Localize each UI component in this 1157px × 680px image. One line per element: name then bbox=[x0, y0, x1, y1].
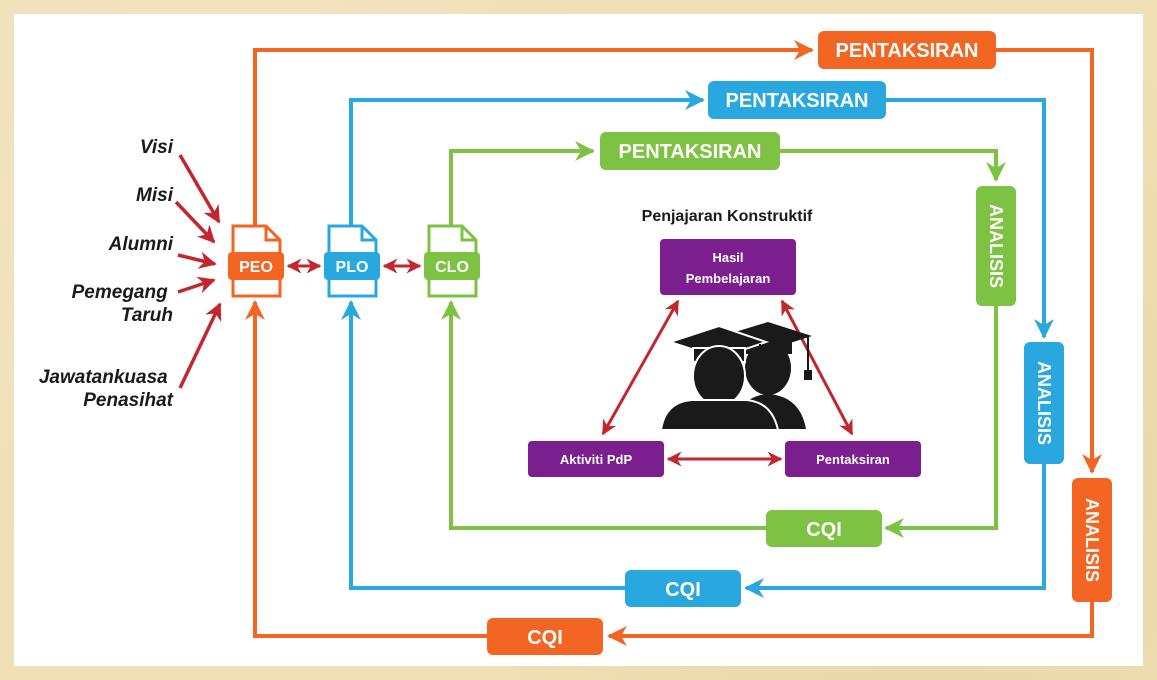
inner-cqi-box: CQI bbox=[766, 510, 882, 547]
learning-outcomes-box bbox=[660, 239, 796, 295]
graduates-icon bbox=[659, 322, 812, 431]
source-pemegang-taruh: Pemegang Taruh bbox=[72, 282, 173, 326]
outcomes-assessment-arrow bbox=[780, 299, 854, 436]
plo-label: PLO bbox=[336, 259, 369, 276]
jawatankuasa-penasihat-arrow bbox=[178, 302, 222, 389]
activities-label: Aktiviti PdP bbox=[560, 452, 633, 467]
inner-cqi-label: CQI bbox=[806, 519, 842, 541]
inner-return-connector bbox=[441, 300, 766, 530]
visi-arrow bbox=[178, 154, 221, 224]
alignment-title: Penjajaran Konstruktif bbox=[642, 208, 813, 225]
outer-cqi-connector bbox=[607, 602, 1094, 646]
inner-loop bbox=[441, 141, 1006, 538]
middle-assessment-label: PENTAKSIRAN bbox=[726, 90, 869, 112]
source-misi: Misi bbox=[136, 185, 174, 206]
outer-loop bbox=[245, 40, 1102, 646]
outer-assessment-connector bbox=[253, 40, 814, 226]
peo-document: PEO bbox=[228, 224, 284, 298]
outer-analysis-connector bbox=[996, 48, 1102, 474]
outcomes-activities-arrow bbox=[601, 299, 680, 436]
middle-analysis-connector bbox=[886, 98, 1054, 339]
inner-assessment-connector bbox=[449, 141, 595, 226]
middle-assessment-connector bbox=[349, 90, 705, 226]
assessment-box bbox=[785, 441, 921, 477]
middle-loop bbox=[341, 90, 1054, 598]
middle-cqi-connector bbox=[744, 464, 1046, 598]
outer-analysis-box: ANALISIS bbox=[1072, 478, 1112, 602]
middle-analysis-label: ANALISIS bbox=[1034, 361, 1054, 445]
outer-cqi-box: CQI bbox=[487, 618, 603, 655]
source-visi: Visi bbox=[140, 137, 174, 158]
middle-cqi-box: CQI bbox=[625, 570, 741, 607]
clo-document: CLO bbox=[424, 224, 480, 298]
pemegang-taruh-arrow bbox=[177, 276, 216, 294]
middle-return-connector bbox=[341, 300, 625, 590]
middle-cqi-label: CQI bbox=[665, 579, 701, 601]
middle-assessment-box: PENTAKSIRAN bbox=[708, 81, 886, 119]
inner-assessment-box: PENTAKSIRAN bbox=[600, 132, 780, 170]
clo-label: CLO bbox=[435, 259, 469, 276]
outer-analysis-label: ANALISIS bbox=[1082, 498, 1102, 582]
inner-assessment-label: PENTAKSIRAN bbox=[619, 141, 762, 163]
plo-document: PLO bbox=[324, 224, 380, 298]
learning-outcomes-label-line2: Pembelajaran bbox=[686, 271, 771, 286]
inner-cqi-connector bbox=[884, 306, 998, 538]
assessment-label: Pentaksiran bbox=[816, 452, 890, 467]
inner-analysis-box: ANALISIS bbox=[976, 186, 1016, 306]
middle-analysis-box: ANALISIS bbox=[1024, 342, 1064, 464]
outer-assessment-box: PENTAKSIRAN bbox=[818, 31, 996, 69]
constructive-alignment: Penjajaran Konstruktif Hasil Pembelajara… bbox=[528, 208, 921, 477]
inner-analysis-connector bbox=[780, 149, 1006, 182]
alumni-arrow bbox=[177, 251, 217, 269]
learning-outcomes-label-line1: Hasil bbox=[712, 250, 743, 265]
outer-return-connector bbox=[245, 300, 487, 638]
outer-assessment-label: PENTAKSIRAN bbox=[836, 40, 979, 62]
outer-cqi-label: CQI bbox=[527, 627, 563, 649]
misi-arrow bbox=[174, 200, 216, 244]
inner-analysis-label: ANALISIS bbox=[986, 204, 1006, 288]
source-jawatankuasa-penasihat: Jawatankuasa Penasihat bbox=[39, 367, 174, 411]
activities-box bbox=[528, 441, 664, 477]
source-alumni: Alumni bbox=[108, 234, 174, 255]
source-inputs: Visi Misi Alumni Pemegang Taruh Jawatank… bbox=[39, 137, 222, 411]
peo-label: PEO bbox=[239, 259, 273, 276]
